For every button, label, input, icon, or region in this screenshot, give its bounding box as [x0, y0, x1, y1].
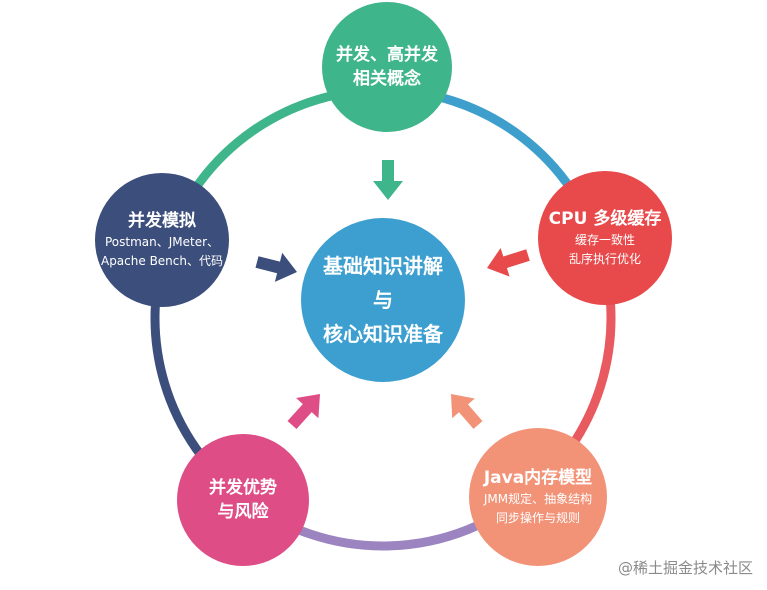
node-simulation: 并发模拟 Postman、JMeter、 Apache Bench、代码	[95, 173, 229, 307]
jmm-sub-1: JMM规定、抽象结构	[483, 492, 593, 506]
node-advantages: 并发优势 与风险	[177, 434, 309, 566]
cpu-cache-sub-2: 乱序执行优化	[568, 252, 641, 266]
center-node: 基础知识讲解 与 核心知识准备	[301, 218, 465, 382]
arrow-advantages-icon	[287, 394, 320, 429]
arrow-jmm-icon	[451, 394, 483, 429]
advantages-title-2: 与风险	[217, 502, 269, 522]
center-line-3: 核心知识准备	[323, 322, 443, 346]
concepts-title-2: 相关概念	[353, 69, 421, 89]
arrow-group	[255, 160, 530, 429]
watermark: @稀土掘金技术社区	[617, 559, 753, 577]
simulation-title: 并发模拟	[128, 211, 196, 231]
advantages-title-1: 并发优势	[209, 478, 277, 498]
cpu-cache-sub-1: 缓存一致性	[574, 233, 635, 247]
center-line-1: 基础知识讲解	[323, 254, 443, 278]
arrow-concepts-icon	[373, 160, 403, 200]
jmm-title: Java内存模型	[483, 468, 593, 488]
center-line-2: 与	[373, 288, 393, 312]
simulation-sub-2: Apache Bench、代码	[100, 254, 223, 268]
node-concepts: 并发、高并发 相关概念	[322, 2, 452, 132]
node-jmm: Java内存模型 JMM规定、抽象结构 同步操作与规则	[469, 428, 607, 566]
concepts-title-1: 并发、高并发	[336, 45, 438, 65]
jmm-sub-2: 同步操作与规则	[495, 511, 580, 525]
arrow-cpu-cache-icon	[487, 248, 530, 277]
cpu-cache-title: CPU 多级缓存	[548, 209, 662, 229]
node-cpu-cache: CPU 多级缓存 缓存一致性 乱序执行优化	[538, 171, 672, 305]
simulation-sub-1: Postman、JMeter、	[104, 235, 220, 249]
arrow-simulation-icon	[255, 252, 297, 282]
